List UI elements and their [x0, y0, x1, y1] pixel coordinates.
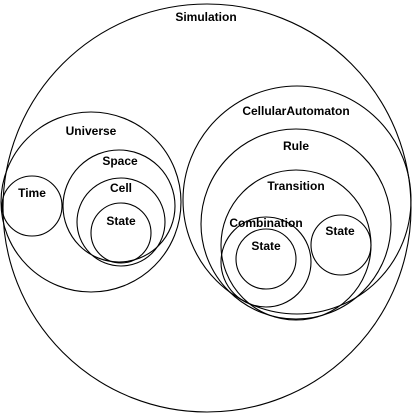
cellular-automaton-circle — [182, 85, 412, 315]
simulation-label: Simulation — [175, 10, 236, 24]
universe-circle — [0, 111, 182, 293]
combination-state-label: State — [251, 239, 281, 253]
space-circle — [62, 149, 176, 263]
space-label: Space — [102, 154, 138, 168]
cellular-automaton-label: CellularAutomaton — [242, 104, 349, 118]
transition-state-circle — [310, 214, 372, 276]
cell-circle — [76, 177, 166, 267]
cell-label: Cell — [110, 181, 132, 195]
combination-label: Combination — [229, 216, 302, 230]
transition-state-label: State — [325, 224, 355, 238]
time-circle — [1, 175, 63, 237]
transition-label: Transition — [267, 179, 324, 193]
universe-state-label: State — [106, 214, 136, 228]
simulation-circle — [2, 3, 412, 413]
rule-circle — [200, 128, 392, 320]
combination-circle — [220, 216, 312, 308]
combination-state-circle — [235, 228, 297, 290]
universe-label: Universe — [66, 124, 117, 138]
universe-state-circle — [90, 202, 152, 264]
rule-label: Rule — [283, 139, 309, 153]
time-label: Time — [18, 186, 46, 200]
